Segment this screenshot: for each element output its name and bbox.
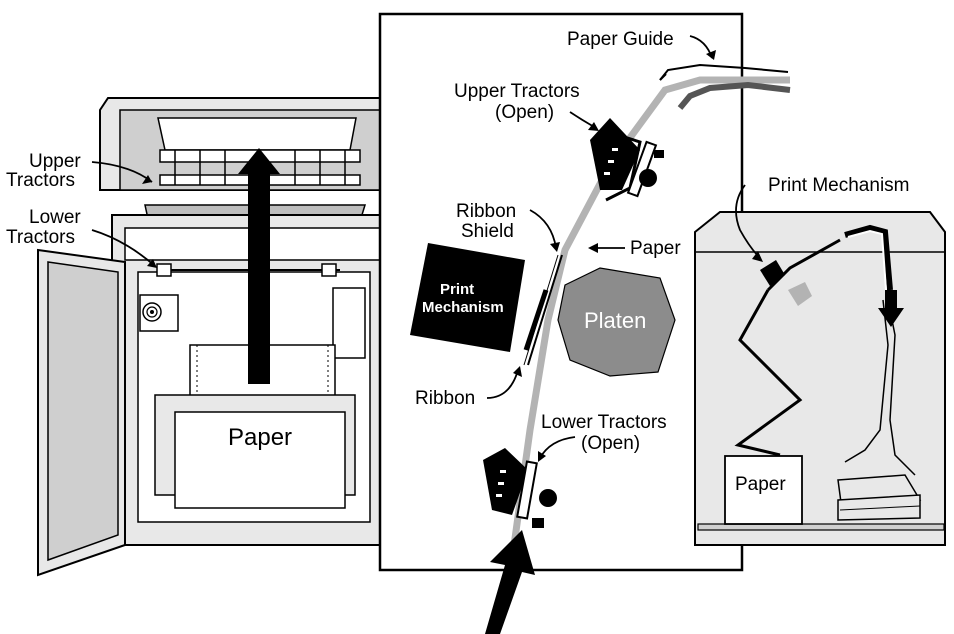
print-mechanism-right-label: Print Mechanism bbox=[768, 175, 910, 196]
paper-path-detail: Print Mechanism Platen bbox=[378, 12, 791, 634]
paper-stack-cabinet bbox=[154, 344, 356, 509]
upper-tractors-label-line2: Tractors bbox=[6, 170, 75, 191]
side-view-panel: Paper Print Mechanism bbox=[694, 175, 946, 546]
lower-tractors-label-line1: Lower bbox=[29, 207, 81, 228]
ribbon-shield-label-line1: Ribbon bbox=[456, 201, 516, 222]
lower-tractors-open bbox=[483, 448, 557, 528]
upper-tractors-open-label-line2: (Open) bbox=[495, 102, 554, 123]
platen-label: Platen bbox=[584, 308, 646, 333]
print-mechanism-box-line2: Mechanism bbox=[422, 299, 504, 316]
paper-guide-label: Paper Guide bbox=[567, 29, 674, 50]
paper-arrow-label: Paper bbox=[630, 238, 681, 259]
reel-box bbox=[139, 294, 179, 332]
ribbon-shield-label-line2: Shield bbox=[461, 221, 514, 242]
upper-tractors-open-label-line1: Upper Tractors bbox=[454, 81, 580, 102]
right-paper-label: Paper bbox=[735, 474, 786, 495]
upper-tractors-label-line1: Upper bbox=[29, 151, 81, 172]
lower-tractors-label-line2: Tractors bbox=[6, 227, 75, 248]
lower-tractors-open-label-line2: (Open) bbox=[581, 433, 640, 454]
print-mechanism-box-line1: Print bbox=[440, 281, 474, 298]
center-callouts: Paper Guide Upper Tractors (Open) Ribbon… bbox=[415, 29, 716, 462]
lower-tractors-open-label-line1: Lower Tractors bbox=[541, 412, 667, 433]
ribbon-label: Ribbon bbox=[415, 388, 475, 409]
upper-tractors-open bbox=[590, 118, 664, 202]
print-mechanism-box: Print Mechanism bbox=[410, 243, 525, 352]
cabinet-door bbox=[37, 248, 126, 577]
cabinet-paper-label: Paper bbox=[228, 424, 292, 451]
refold-down-arrow-icon bbox=[878, 290, 904, 327]
paper-entry-arrow-icon bbox=[485, 530, 535, 634]
feed-up-arrow-icon bbox=[238, 148, 280, 384]
left-callouts: Upper Tractors Lower Tractors bbox=[6, 151, 157, 268]
platen: Platen bbox=[557, 267, 676, 377]
printer-cabinet: Paper bbox=[37, 97, 411, 577]
